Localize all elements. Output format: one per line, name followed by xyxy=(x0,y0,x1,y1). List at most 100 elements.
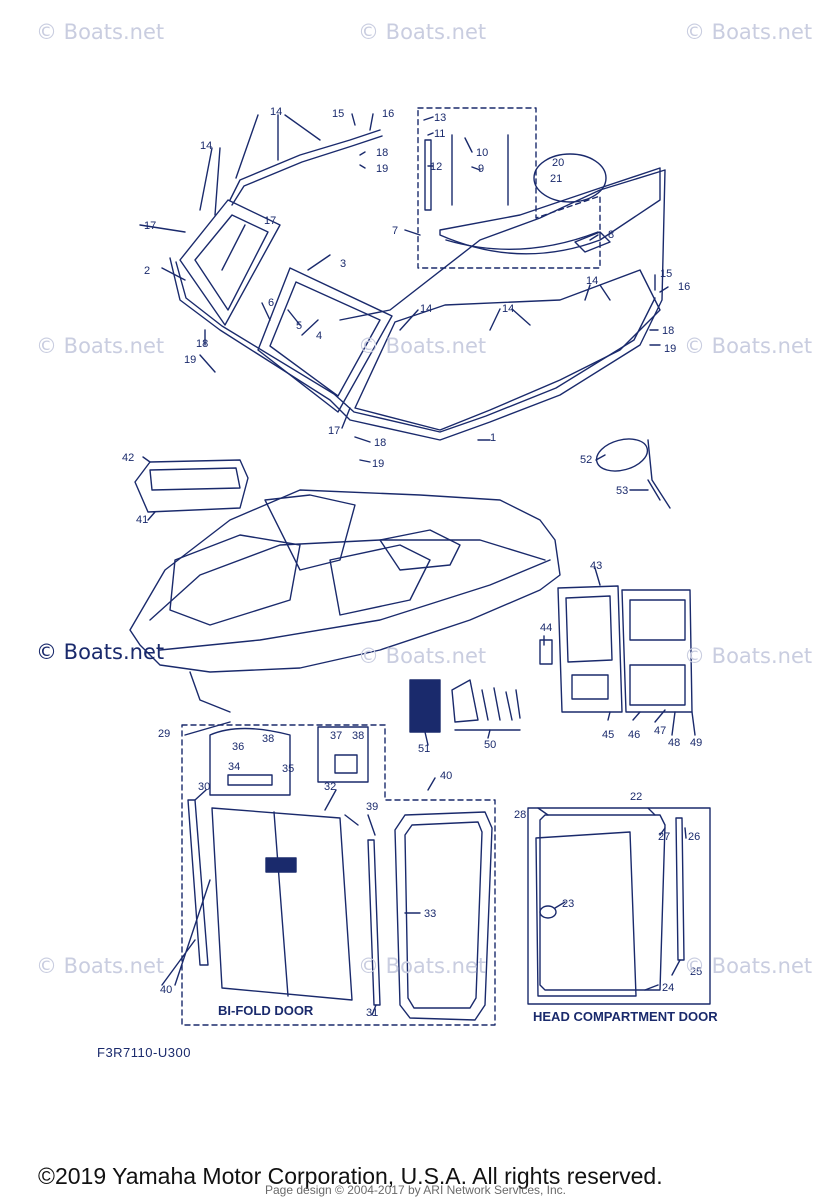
copyright-text: ©2019 Yamaha Motor Corporation, U.S.A. A… xyxy=(38,1163,663,1189)
frame-33 xyxy=(394,811,493,1021)
pn-18a: 18 xyxy=(376,147,388,159)
pn-14a: 14 xyxy=(270,106,282,118)
pn-43: 43 xyxy=(590,560,602,572)
pn-4: 4 xyxy=(316,330,322,342)
pn-6: 6 xyxy=(268,297,274,309)
pn-7: 7 xyxy=(392,225,398,237)
panel-45 xyxy=(621,589,693,713)
bracket-8 xyxy=(574,231,611,253)
hinge-strip-30 xyxy=(187,799,209,966)
watermark: © Boats.net xyxy=(684,954,813,978)
pn-31: 31 xyxy=(366,1007,378,1019)
inset-box-7 xyxy=(417,107,601,269)
pn-19b: 19 xyxy=(184,354,196,366)
pn-15a: 15 xyxy=(332,108,344,120)
console-43 xyxy=(557,585,623,713)
watermark: © Boats.net xyxy=(684,334,813,358)
pn-21: 21 xyxy=(550,173,562,185)
pn-5: 5 xyxy=(296,320,302,332)
pn-14c: 14 xyxy=(420,303,432,315)
glass-left xyxy=(179,199,281,326)
watermark: © Boats.net xyxy=(358,954,487,978)
glass-center xyxy=(257,267,393,413)
kit-50 xyxy=(451,679,521,723)
head-door-enclosure xyxy=(527,807,711,1005)
pn-18d: 18 xyxy=(374,437,386,449)
pn-50: 50 xyxy=(484,739,496,751)
pn-38b: 38 xyxy=(352,730,364,742)
pn-34: 34 xyxy=(228,761,240,773)
pn-35: 35 xyxy=(282,763,294,775)
hinge-box-32 xyxy=(317,726,369,783)
pn-41: 41 xyxy=(136,514,148,526)
pn-13: 13 xyxy=(434,112,446,124)
pn-10: 10 xyxy=(476,147,488,159)
strip-25 xyxy=(675,817,685,961)
head-door-frame-22 xyxy=(539,814,666,991)
latch-44 xyxy=(539,639,553,665)
pn-40a: 40 xyxy=(440,770,452,782)
watermark: © Boats.net xyxy=(358,20,487,44)
pn-53: 53 xyxy=(616,485,628,497)
pn-16b: 16 xyxy=(678,281,690,293)
pn-14b: 14 xyxy=(200,140,212,152)
pn-38a: 38 xyxy=(262,733,274,745)
pn-18c: 18 xyxy=(662,325,674,337)
pn-1: 1 xyxy=(490,432,496,444)
watermark: © Boats.net xyxy=(684,644,813,668)
watermark: © Boats.net xyxy=(36,954,165,978)
pn-17c: 17 xyxy=(328,425,340,437)
pn-48: 48 xyxy=(668,737,680,749)
pn-36: 36 xyxy=(232,741,244,753)
head-compartment-door-label: HEAD COMPARTMENT DOOR xyxy=(533,1009,718,1024)
pn-17a: 17 xyxy=(144,220,156,232)
pn-17b: 17 xyxy=(264,215,276,227)
rod-12 xyxy=(424,139,432,211)
watermark: © Boats.net xyxy=(684,20,813,44)
diagram-code: F3R7110-U300 xyxy=(97,1045,191,1060)
bifold-enclosure xyxy=(181,724,496,1026)
watermark: © Boats.net xyxy=(36,20,165,44)
pn-19d: 19 xyxy=(372,458,384,470)
pn-8: 8 xyxy=(608,229,614,241)
pn-12: 12 xyxy=(430,161,442,173)
pn-40b: 40 xyxy=(160,984,172,996)
pn-33: 33 xyxy=(424,908,436,920)
bifold-door xyxy=(211,807,353,1001)
watermark: © Boats.net xyxy=(358,644,487,668)
pn-14d: 14 xyxy=(502,303,514,315)
part-number-labels: 1 2 3 4 5 6 7 8 9 10 11 12 13 14 14 14 1… xyxy=(122,106,702,1019)
pn-51: 51 xyxy=(418,743,430,755)
watermark: © Boats.net xyxy=(36,640,165,664)
pn-52: 52 xyxy=(580,454,592,466)
pn-32: 32 xyxy=(324,781,336,793)
pn-18b: 18 xyxy=(196,338,208,350)
windshield-frame xyxy=(169,169,666,441)
knob-23 xyxy=(539,905,557,919)
pn-20: 20 xyxy=(552,157,564,169)
pn-23: 23 xyxy=(562,898,574,910)
watermark: © Boats.net xyxy=(358,334,487,358)
mirror-52 xyxy=(595,438,649,472)
pn-42: 42 xyxy=(122,452,134,464)
pn-11: 11 xyxy=(434,128,445,140)
page-design-credit: Page design © 2004-2017 by ARI Network S… xyxy=(265,1183,567,1197)
watermark: © Boats.net xyxy=(36,334,165,358)
top-rail xyxy=(229,129,381,201)
hinge-strip-31 xyxy=(367,839,381,1006)
pn-3: 3 xyxy=(340,258,346,270)
pn-46: 46 xyxy=(628,729,640,741)
detail-circle-20-21 xyxy=(533,153,607,203)
pn-29: 29 xyxy=(158,728,170,740)
plate-51 xyxy=(409,679,441,733)
pn-44: 44 xyxy=(540,622,552,634)
pn-16a: 16 xyxy=(382,108,394,120)
pn-28: 28 xyxy=(514,809,526,821)
pn-47: 47 xyxy=(654,725,666,737)
head-door-panel xyxy=(535,831,637,997)
pn-19a: 19 xyxy=(376,163,388,175)
pn-25: 25 xyxy=(690,966,702,978)
pn-2: 2 xyxy=(144,265,150,277)
glass-right xyxy=(354,269,661,431)
